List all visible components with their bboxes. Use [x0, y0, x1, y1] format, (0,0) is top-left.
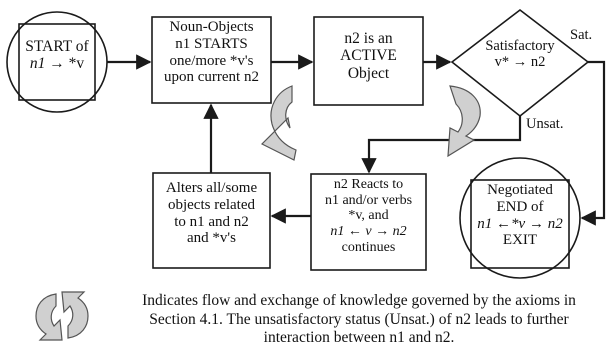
reacts-line-3: *v, and	[348, 208, 389, 224]
sat-edge-label: Sat.	[570, 27, 593, 43]
end-node-label: Negotiated END of n1 ←*v → n2 EXIT	[471, 182, 569, 249]
noun-objects-line-1: Noun-Objects	[169, 19, 254, 35]
noun-objects-label: Noun-Objects n1 STARTS one/more *v's upo…	[152, 19, 271, 86]
caption-line-1: Indicates flow and exchange of knowledge…	[142, 292, 576, 309]
caption-line-2: Section 4.1. The unsatisfactory status (…	[149, 310, 569, 328]
arrow-sat-to-end	[580, 60, 606, 226]
exchange-loop-icon-1	[260, 85, 297, 161]
reacts-label: n2 Reacts to n1 and/or verbs *v, and n1 …	[311, 177, 426, 255]
alters-line-4: and *v's	[187, 230, 236, 247]
noun-objects-line-3: one/more *v's	[169, 52, 254, 69]
reacts-box	[310, 173, 427, 271]
legend-caption: Indicates flow and exchange of knowledge…	[112, 292, 606, 348]
start-label-line-1: START of	[25, 38, 89, 55]
alters-line-3: to n1 and n2	[174, 213, 249, 230]
cycle-legend-icon	[35, 291, 89, 341]
noun-objects-line-4: upon current n2	[164, 69, 259, 86]
end-line-2: END of	[496, 198, 544, 215]
reacts-line-4: n1 ← v → n2	[330, 224, 407, 240]
caption-line-3: interaction between n1 and n2.	[263, 329, 455, 347]
reacts-line-2: n1 and/or verbs	[324, 192, 413, 208]
end-node	[459, 157, 581, 279]
reacts-line-5: continues	[341, 239, 396, 255]
noun-objects-box	[151, 16, 272, 104]
satisfactory-line-1: Satisfactory	[485, 38, 555, 54]
end-line-1: Negotiated	[487, 182, 553, 198]
reacts-line-1: n2 Reacts to	[333, 177, 404, 192]
start-label-arrow: → *v	[45, 55, 85, 73]
alters-line-1: Alters all/some	[165, 180, 258, 196]
end-line-3: n1 ←*v → n2	[477, 215, 563, 232]
active-line-2: ACTIVE	[340, 47, 397, 65]
arrow-unsat-to-reacts	[361, 116, 522, 174]
alters-line-2: objects related	[167, 196, 256, 213]
noun-objects-line-2: n1 STARTS	[175, 35, 248, 52]
start-label-n1: n1	[29, 55, 46, 73]
satisfactory-line-2: v* → n2	[494, 54, 546, 71]
active-line-1: n2 is an	[344, 30, 393, 47]
active-object-label: n2 is an ACTIVE Object	[314, 30, 423, 82]
start-node-label: START of n1 → *v	[19, 38, 95, 73]
active-line-3: Object	[347, 64, 390, 82]
satisfactory-label: Satisfactory v* → n2	[466, 38, 574, 70]
alters-label: Alters all/some objects related to n1 an…	[153, 180, 270, 247]
end-line-4: EXIT	[502, 232, 538, 249]
unsat-edge-label: Unsat.	[526, 116, 564, 132]
exchange-loop-icon-2	[447, 85, 481, 158]
